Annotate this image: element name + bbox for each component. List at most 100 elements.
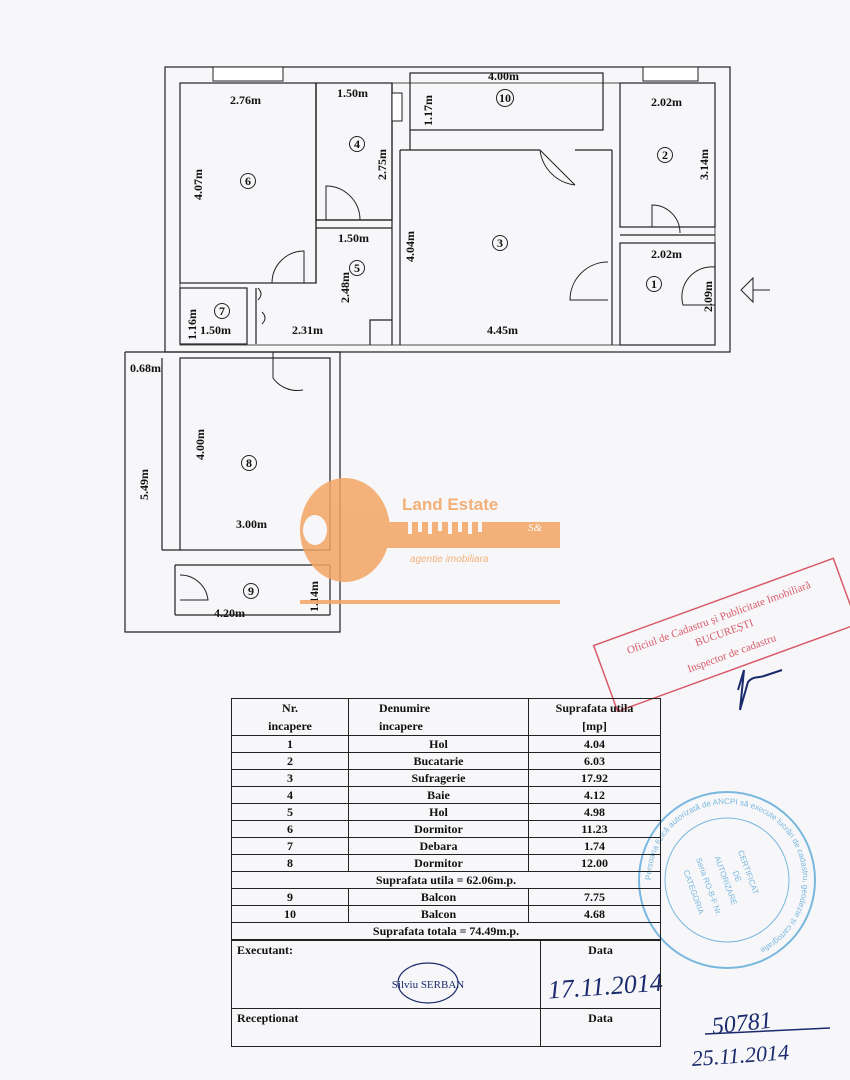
windows [212, 66, 699, 122]
svg-text:9: 9 [248, 584, 254, 598]
svg-text:7: 7 [219, 304, 225, 318]
table-header-row: incapere incapere [mp] [231, 717, 661, 736]
row-nr: 7 [231, 837, 349, 855]
svg-text:4: 4 [354, 137, 360, 151]
row-nr: 6 [231, 820, 349, 838]
row-nr: 9 [231, 888, 349, 906]
dim-label: 1.50m [200, 323, 231, 337]
row-name: Hol [348, 735, 529, 753]
row-name: Hol [348, 803, 529, 821]
dim-label: 2.02m [651, 95, 682, 109]
row-area: 4.68 [528, 905, 661, 923]
row-area: 4.12 [528, 786, 661, 804]
row-nr: 2 [231, 752, 349, 770]
room-8-label: 8 [241, 455, 257, 471]
room-3-label: 3 [492, 235, 508, 251]
executant-row: Executant: Data [231, 940, 661, 1009]
dim-label: 2.02m [651, 247, 682, 261]
row-nr: 5 [231, 803, 349, 821]
logo-title: Land Estate [402, 495, 498, 514]
row-nr: 4 [231, 786, 349, 804]
dim-label: 4.20m [214, 606, 245, 620]
row-nr: 10 [231, 905, 349, 923]
col-nr-header-2: incapere [231, 717, 349, 736]
handwritten-underline [704, 1027, 831, 1035]
entrance-arrow-icon [740, 276, 770, 304]
svg-text:1: 1 [651, 277, 657, 291]
room-4-label: 4 [349, 136, 365, 152]
dim-label: 5.49m [137, 469, 151, 500]
dim-label: 2.76m [230, 93, 261, 107]
row-area: 4.04 [528, 735, 661, 753]
row-name: Dormitor [348, 820, 529, 838]
dimension-labels: 2.76m 4.07m 1.50m 2.75m 4.00m 1.17m 2.02… [130, 69, 715, 620]
dim-label: 4.04m [403, 231, 417, 262]
rooms-table: Nr. Denumire Suprafata utila incapere in… [231, 698, 661, 940]
room-5-label: 5 [349, 260, 365, 276]
receptionat-date-cell: Data [540, 1008, 661, 1047]
cadastre-stamp: Oficiul de Cadastru și Publicitate Imobi… [592, 557, 850, 713]
room-7-label: 7 [214, 303, 230, 319]
row-area: 6.03 [528, 752, 661, 770]
dim-label: 4.07m [191, 169, 205, 200]
dim-label: 1.50m [337, 86, 368, 100]
svg-text:10: 10 [499, 91, 511, 105]
executant-date-cell: Data [540, 940, 661, 1009]
row-name: Dormitor [348, 854, 529, 872]
room-numbers: 6 4 10 2 3 5 1 7 8 9 [214, 89, 673, 599]
row-name: Debara [348, 837, 529, 855]
room-6-label: 6 [240, 173, 256, 189]
row-area: 11.23 [528, 820, 661, 838]
svg-text:6: 6 [245, 174, 251, 188]
row-name: Sufragerie [348, 769, 529, 787]
logo-subtitle: agentie imobiliara [410, 554, 489, 565]
room-10-label: 10 [496, 89, 514, 107]
svg-text:Oficiul de Cadastru și Publici: Oficiul de Cadastru și Publicitate Imobi… [625, 579, 812, 657]
subtotal-row: Suprafata utila = 62.06m.p. [231, 871, 661, 889]
receptionat-row: Receptionat Data [231, 1008, 661, 1047]
dim-label: 0.68m [130, 361, 161, 375]
dim-label: 1.14m [307, 581, 321, 612]
dim-label: 2.09m [701, 281, 715, 312]
data-label: Data [588, 943, 613, 957]
handwritten-number: 50781 [711, 1008, 773, 1040]
data-label-2: Data [588, 1011, 613, 1025]
row-name: Bucatarie [348, 752, 529, 770]
table-header-row: Nr. Denumire Suprafata utila [231, 698, 661, 717]
svg-text:8: 8 [246, 456, 252, 470]
svg-text:DE: DE [731, 870, 743, 884]
ancpi-stamp: Persoana fizică autorizată de ANCPI să e… [638, 791, 816, 969]
svg-text:2: 2 [662, 148, 668, 162]
col-name-header-2: incapere [348, 717, 529, 736]
col-nr-header: Nr. [231, 698, 349, 717]
dim-label: 2.48m [338, 272, 352, 303]
land-estate-logo: Land Estate agentie imobiliara S& [300, 478, 560, 604]
row-area: 7.75 [528, 888, 661, 906]
row-name: Balcon [348, 905, 529, 923]
svg-text:5: 5 [354, 261, 360, 275]
dim-label: 4.00m [488, 69, 519, 83]
room-1-label: 1 [646, 276, 662, 292]
col-area-header: Suprafata utila [528, 698, 661, 717]
dim-label: 4.00m [193, 429, 207, 460]
row-area: 12.00 [528, 854, 661, 872]
dim-label: 1.17m [421, 95, 435, 126]
receptionat-label: Receptionat [237, 1011, 299, 1025]
walls [164, 66, 731, 353]
dim-label: 1.16m [185, 309, 199, 340]
row-nr: 8 [231, 854, 349, 872]
dim-label: 3.00m [236, 517, 267, 531]
dim-label: 3.14m [697, 149, 711, 180]
handwritten-date: 25.11.2014 [691, 1039, 790, 1071]
room-2-label: 2 [657, 147, 673, 163]
logo-mark: S& [528, 522, 543, 534]
